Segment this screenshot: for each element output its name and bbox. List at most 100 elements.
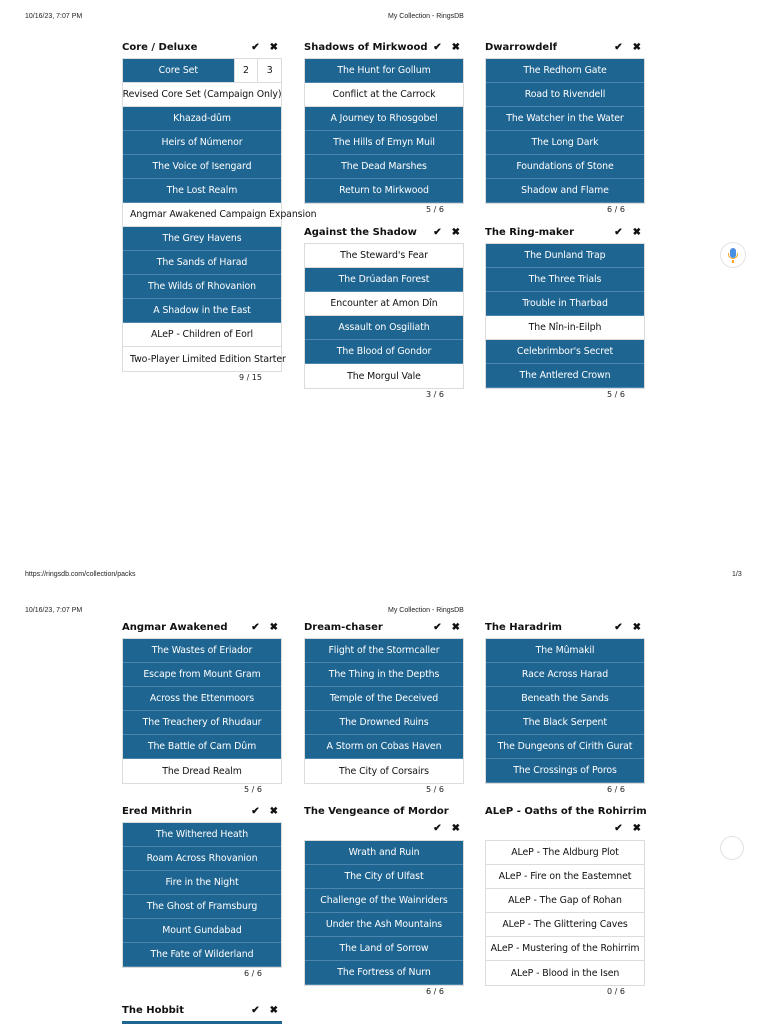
deselect-all-cross-icon[interactable]: ✖ [451, 823, 460, 834]
pack-item[interactable]: The City of Corsairs [305, 759, 463, 783]
voice-input-button[interactable] [720, 242, 746, 268]
select-all-check-icon[interactable]: ✔ [251, 806, 260, 817]
pack-item[interactable]: The Crossings of Poros [486, 759, 644, 783]
core-set-qty-2[interactable]: 2 [233, 59, 258, 82]
pack-item[interactable]: ALeP - Children of Eorl [123, 323, 281, 347]
pack-item[interactable]: The Long Dark [486, 131, 644, 155]
pack-item[interactable]: Angmar Awakened Campaign Expansion [123, 203, 317, 227]
deselect-all-cross-icon[interactable]: ✖ [632, 823, 641, 834]
pack-item[interactable]: The Black Serpent [486, 711, 644, 735]
pack-item[interactable]: ALeP - The Glittering Caves [486, 913, 644, 937]
pack-item[interactable]: Two-Player Limited Edition Starter [123, 347, 286, 371]
pack-item[interactable]: Celebrimbor's Secret [486, 340, 644, 364]
pack-item[interactable]: The Wilds of Rhovanion [123, 275, 281, 299]
pack-item[interactable]: The Dunland Trap [486, 244, 644, 268]
pack-item[interactable]: Mount Gundabad [123, 919, 281, 943]
pack-item[interactable]: The Steward's Fear [305, 244, 463, 268]
deselect-all-cross-icon[interactable]: ✖ [269, 622, 278, 633]
pack-item[interactable]: Trouble in Tharbad [486, 292, 644, 316]
pack-item[interactable]: Foundations of Stone [486, 155, 644, 179]
pack-item[interactable]: The Land of Sorrow [305, 937, 463, 961]
pack-item[interactable]: Revised Core Set (Campaign Only) [123, 83, 282, 107]
select-all-check-icon[interactable]: ✔ [433, 823, 442, 834]
pack-item[interactable]: The Treachery of Rhudaur [123, 711, 281, 735]
pack-item[interactable]: The Antlered Crown [486, 364, 644, 388]
deselect-all-cross-icon[interactable]: ✖ [269, 1005, 278, 1016]
pack-item[interactable]: The Thing in the Depths [305, 663, 463, 687]
pack-item[interactable]: The Hunt for Gollum [305, 59, 463, 83]
pack-item[interactable]: Flight of the Stormcaller [305, 639, 463, 663]
pack-item[interactable]: Across the Ettenmoors [123, 687, 281, 711]
deselect-all-cross-icon[interactable]: ✖ [269, 42, 278, 53]
pack-item[interactable]: The Blood of Gondor [305, 340, 463, 364]
select-all-check-icon[interactable]: ✔ [614, 622, 623, 633]
pack-item[interactable]: Temple of the Deceived [305, 687, 463, 711]
pack-item[interactable]: The Grey Havens [123, 227, 281, 251]
pack-item[interactable]: The Three Trials [486, 268, 644, 292]
pack-item[interactable]: Encounter at Amon Dîn [305, 292, 463, 316]
pack-item[interactable]: The Withered Heath [123, 823, 281, 847]
deselect-all-cross-icon[interactable]: ✖ [451, 622, 460, 633]
pack-item[interactable]: The Mûmakil [486, 639, 644, 663]
pack-item[interactable]: Khazad-dûm [123, 107, 281, 131]
pack-item[interactable]: ALeP - Blood in the Isen [486, 961, 644, 985]
pack-item[interactable]: The Dead Marshes [305, 155, 463, 179]
select-all-check-icon[interactable]: ✔ [251, 622, 260, 633]
pack-item[interactable]: The Wastes of Eriador [123, 639, 281, 663]
pack-item[interactable]: The Fortress of Nurn [305, 961, 463, 985]
pack-item[interactable]: The Morgul Vale [305, 364, 463, 388]
deselect-all-cross-icon[interactable]: ✖ [269, 806, 278, 817]
pack-item[interactable]: The Lost Realm [123, 179, 281, 203]
pack-item[interactable] [122, 1021, 282, 1024]
pack-item[interactable]: The City of Ulfast [305, 865, 463, 889]
pack-item[interactable]: The Dread Realm [123, 759, 281, 783]
pack-item[interactable]: Return to Mirkwood [305, 179, 463, 203]
select-all-check-icon[interactable]: ✔ [433, 42, 442, 53]
pack-item[interactable]: Shadow and Flame [486, 179, 644, 203]
pack-item[interactable]: Road to Rivendell [486, 83, 644, 107]
select-all-check-icon[interactable]: ✔ [251, 1005, 260, 1016]
pack-item[interactable]: The Hills of Emyn Muil [305, 131, 463, 155]
pack-item[interactable]: The Drúadan Forest [305, 268, 463, 292]
pack-item[interactable]: Under the Ash Mountains [305, 913, 463, 937]
deselect-all-cross-icon[interactable]: ✖ [632, 42, 641, 53]
pack-item[interactable]: The Voice of Isengard [123, 155, 281, 179]
pack-item[interactable]: The Nîn-in-Eilph [486, 316, 644, 340]
pack-item[interactable]: Wrath and Ruin [305, 841, 463, 865]
deselect-all-cross-icon[interactable]: ✖ [451, 42, 460, 53]
pack-item[interactable]: ALeP - Mustering of the Rohirrim [486, 937, 644, 961]
pack-item[interactable]: Race Across Harad [486, 663, 644, 687]
pack-item[interactable]: The Drowned Ruins [305, 711, 463, 735]
core-set-qty-3[interactable]: 3 [257, 59, 281, 82]
pack-item[interactable]: The Battle of Carn Dûm [123, 735, 281, 759]
select-all-check-icon[interactable]: ✔ [614, 823, 623, 834]
pack-item[interactable]: The Ghost of Framsburg [123, 895, 281, 919]
pack-item[interactable]: Fire in the Night [123, 871, 281, 895]
select-all-check-icon[interactable]: ✔ [433, 227, 442, 238]
deselect-all-cross-icon[interactable]: ✖ [632, 227, 641, 238]
select-all-check-icon[interactable]: ✔ [614, 227, 623, 238]
deselect-all-cross-icon[interactable]: ✖ [451, 227, 460, 238]
pack-item[interactable]: ALeP - Fire on the Eastemnet [486, 865, 644, 889]
pack-item[interactable]: Heirs of Númenor [123, 131, 281, 155]
pack-item[interactable]: A Journey to Rhosgobel [305, 107, 463, 131]
pack-item[interactable]: The Fate of Wilderland [123, 943, 281, 967]
pack-item[interactable]: The Redhorn Gate [486, 59, 644, 83]
select-all-check-icon[interactable]: ✔ [614, 42, 623, 53]
pack-item[interactable]: The Dungeons of Cirith Gurat [486, 735, 644, 759]
pack-item[interactable]: Roam Across Rhovanion [123, 847, 281, 871]
pack-item[interactable]: ALeP - The Gap of Rohan [486, 889, 644, 913]
pack-item[interactable]: The Sands of Harad [123, 251, 281, 275]
select-all-check-icon[interactable]: ✔ [251, 42, 260, 53]
pack-item[interactable]: A Storm on Cobas Haven [305, 735, 463, 759]
pack-item[interactable]: Escape from Mount Gram [123, 663, 281, 687]
pack-item[interactable]: Challenge of the Wainriders [305, 889, 463, 913]
deselect-all-cross-icon[interactable]: ✖ [632, 622, 641, 633]
pack-item-core-set[interactable]: Core Set 2 3 [123, 59, 281, 83]
pack-item[interactable]: A Shadow in the East [123, 299, 281, 323]
pack-item[interactable]: Assault on Osgiliath [305, 316, 463, 340]
core-set-qty-1[interactable]: Core Set [123, 59, 234, 82]
pack-item[interactable]: Conflict at the Carrock [305, 83, 463, 107]
select-all-check-icon[interactable]: ✔ [433, 622, 442, 633]
pack-item[interactable]: ALeP - The Aldburg Plot [486, 841, 644, 865]
